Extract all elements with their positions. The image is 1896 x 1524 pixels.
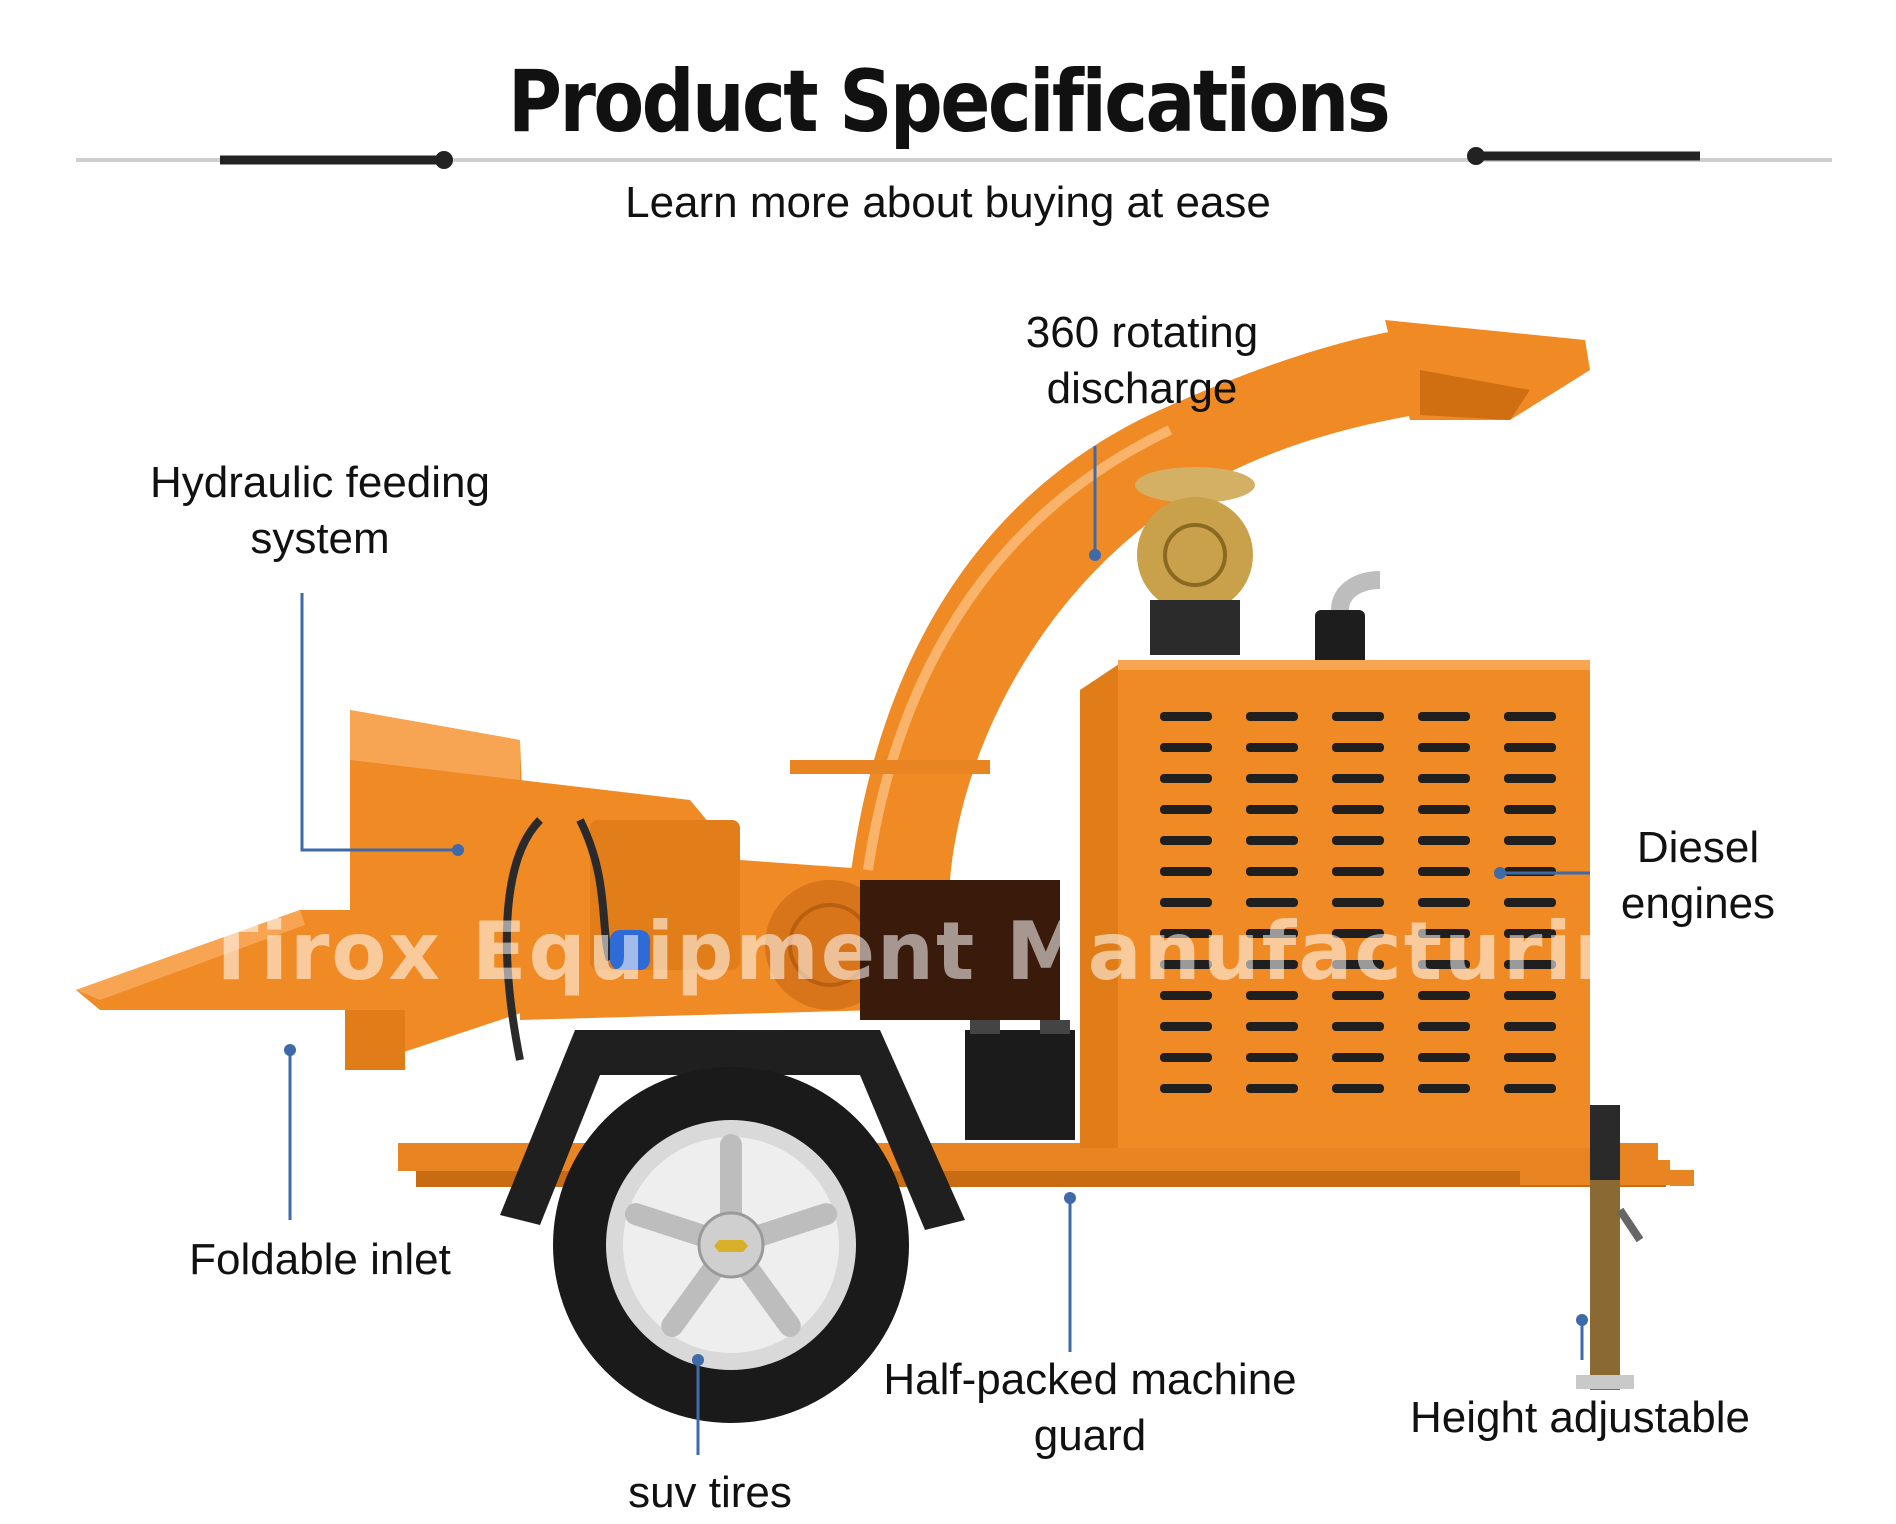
vent-slot bbox=[1418, 836, 1470, 845]
callout-diesel: Diesel engines bbox=[1620, 823, 1776, 929]
vent-slot bbox=[1418, 1084, 1470, 1093]
engine-enclosure bbox=[1080, 660, 1590, 1148]
vent-slot bbox=[1332, 929, 1384, 938]
vent-slot bbox=[1246, 712, 1298, 721]
vent-slot bbox=[1246, 960, 1298, 969]
vent-slot bbox=[1332, 1022, 1384, 1031]
engine-top-parts bbox=[1135, 467, 1381, 670]
header-divider bbox=[76, 147, 1832, 169]
vent-slot bbox=[1418, 774, 1470, 783]
callout-height: Height adjustable bbox=[1409, 1393, 1750, 1442]
foldable-inlet bbox=[76, 910, 350, 1010]
vent-slot bbox=[1332, 805, 1384, 814]
vent-slot bbox=[1418, 929, 1470, 938]
vent-slot bbox=[1246, 836, 1298, 845]
vent-slot bbox=[1160, 743, 1212, 752]
vent-slot bbox=[1160, 991, 1212, 1000]
vent-slot bbox=[1332, 1084, 1384, 1093]
vent-slot bbox=[1504, 712, 1556, 721]
jack-stand bbox=[1576, 1105, 1644, 1390]
vent-slot bbox=[1332, 1053, 1384, 1062]
vent-slot bbox=[1504, 1022, 1556, 1031]
vent-slot bbox=[1246, 743, 1298, 752]
vent-slot bbox=[1332, 836, 1384, 845]
vent-slot bbox=[1418, 1022, 1470, 1031]
vent-slot bbox=[1160, 1084, 1212, 1093]
vent-slot bbox=[1332, 991, 1384, 1000]
vent-slot bbox=[1246, 898, 1298, 907]
callout-hydraulic: Hydraulic feeding system bbox=[150, 458, 490, 564]
vent-slot bbox=[1160, 929, 1212, 938]
vent-slot bbox=[1504, 774, 1556, 783]
vent-slot bbox=[1504, 1084, 1556, 1093]
page-subtitle: Learn more about buying at ease bbox=[625, 178, 1271, 227]
vent-slot bbox=[1160, 867, 1212, 876]
vent-slot bbox=[1504, 929, 1556, 938]
vent-slot bbox=[1332, 898, 1384, 907]
discharge-chute bbox=[790, 320, 1590, 880]
vent-slot bbox=[1246, 774, 1298, 783]
vent-slot bbox=[1160, 1022, 1212, 1031]
callout-guard: Half-packed machine guard bbox=[883, 1355, 1297, 1461]
vent-slot bbox=[1418, 867, 1470, 876]
vent-slot bbox=[1160, 774, 1212, 783]
page-title: Product Specifications bbox=[507, 52, 1391, 152]
callout-dots bbox=[284, 549, 1588, 1366]
vent-slot bbox=[1418, 805, 1470, 814]
vent-slot bbox=[1160, 712, 1212, 721]
chipper-body bbox=[502, 780, 1060, 1061]
enclosure-vents bbox=[1160, 712, 1556, 1093]
vent-slot bbox=[1160, 898, 1212, 907]
callout-tires: suv tires bbox=[628, 1468, 792, 1517]
vent-slot bbox=[1418, 960, 1470, 969]
vent-slot bbox=[1418, 743, 1470, 752]
vent-slot bbox=[1246, 1022, 1298, 1031]
vent-slot bbox=[1246, 805, 1298, 814]
vent-slot bbox=[1504, 743, 1556, 752]
vent-slot bbox=[1332, 960, 1384, 969]
vent-slot bbox=[1504, 836, 1556, 845]
vent-slot bbox=[1246, 929, 1298, 938]
vent-slot bbox=[1246, 867, 1298, 876]
vent-slot bbox=[1332, 867, 1384, 876]
vent-slot bbox=[1246, 1053, 1298, 1062]
vent-slot bbox=[1418, 898, 1470, 907]
vent-slot bbox=[1504, 960, 1556, 969]
callout-foldable: Foldable inlet bbox=[189, 1235, 451, 1284]
callout-discharge: 360 rotating discharge bbox=[1025, 308, 1259, 414]
vent-slot bbox=[1504, 898, 1556, 907]
vent-slot bbox=[1332, 712, 1384, 721]
vent-slot bbox=[1160, 836, 1212, 845]
vent-slot bbox=[1418, 1053, 1470, 1062]
vent-slot bbox=[1160, 805, 1212, 814]
vent-slot bbox=[1160, 960, 1212, 969]
vent-slot bbox=[1160, 1053, 1212, 1062]
vent-slot bbox=[1504, 805, 1556, 814]
battery bbox=[965, 1020, 1075, 1140]
feeder-hopper bbox=[345, 710, 530, 1070]
vent-slot bbox=[1332, 774, 1384, 783]
vent-slot bbox=[1418, 712, 1470, 721]
vent-slot bbox=[1246, 991, 1298, 1000]
suv-wheel bbox=[553, 1067, 909, 1423]
vent-slot bbox=[1504, 1053, 1556, 1062]
vent-slot bbox=[1418, 991, 1470, 1000]
vent-slot bbox=[1504, 991, 1556, 1000]
watermark-text: Tirox Equipment Manufacturing bbox=[203, 905, 1693, 998]
vent-slot bbox=[1332, 743, 1384, 752]
vent-slot bbox=[1246, 1084, 1298, 1093]
callout-lines bbox=[288, 446, 1590, 1455]
